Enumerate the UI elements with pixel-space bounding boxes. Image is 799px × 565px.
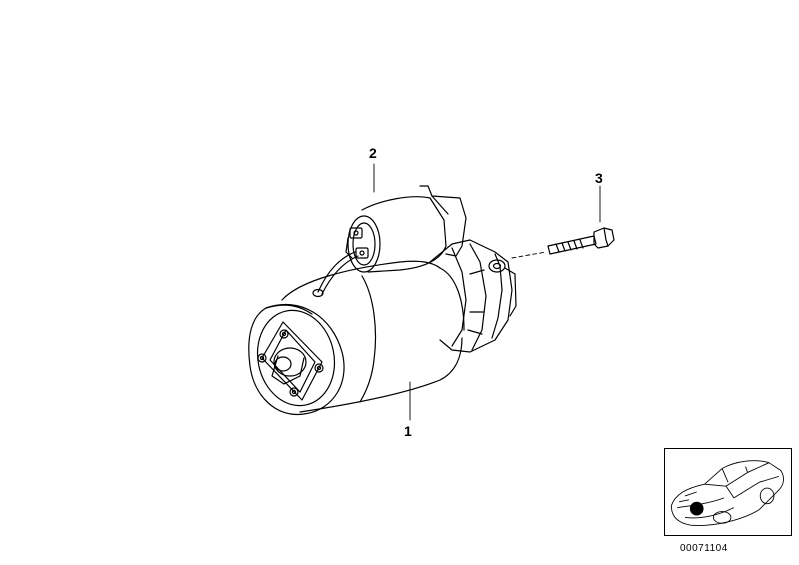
callout-3[interactable]: 3 bbox=[595, 170, 603, 186]
bolt[interactable] bbox=[511, 227, 615, 259]
leader-lines bbox=[373, 163, 601, 421]
car-location-icon bbox=[670, 460, 784, 526]
callout-1[interactable]: 1 bbox=[404, 423, 412, 439]
vehicle-location-thumbnail bbox=[664, 448, 792, 536]
diagram-number: 00071104 bbox=[680, 543, 728, 554]
callout-2[interactable]: 2 bbox=[369, 145, 377, 161]
solenoid-switch[interactable] bbox=[345, 185, 467, 273]
starter-motor[interactable] bbox=[248, 239, 517, 416]
